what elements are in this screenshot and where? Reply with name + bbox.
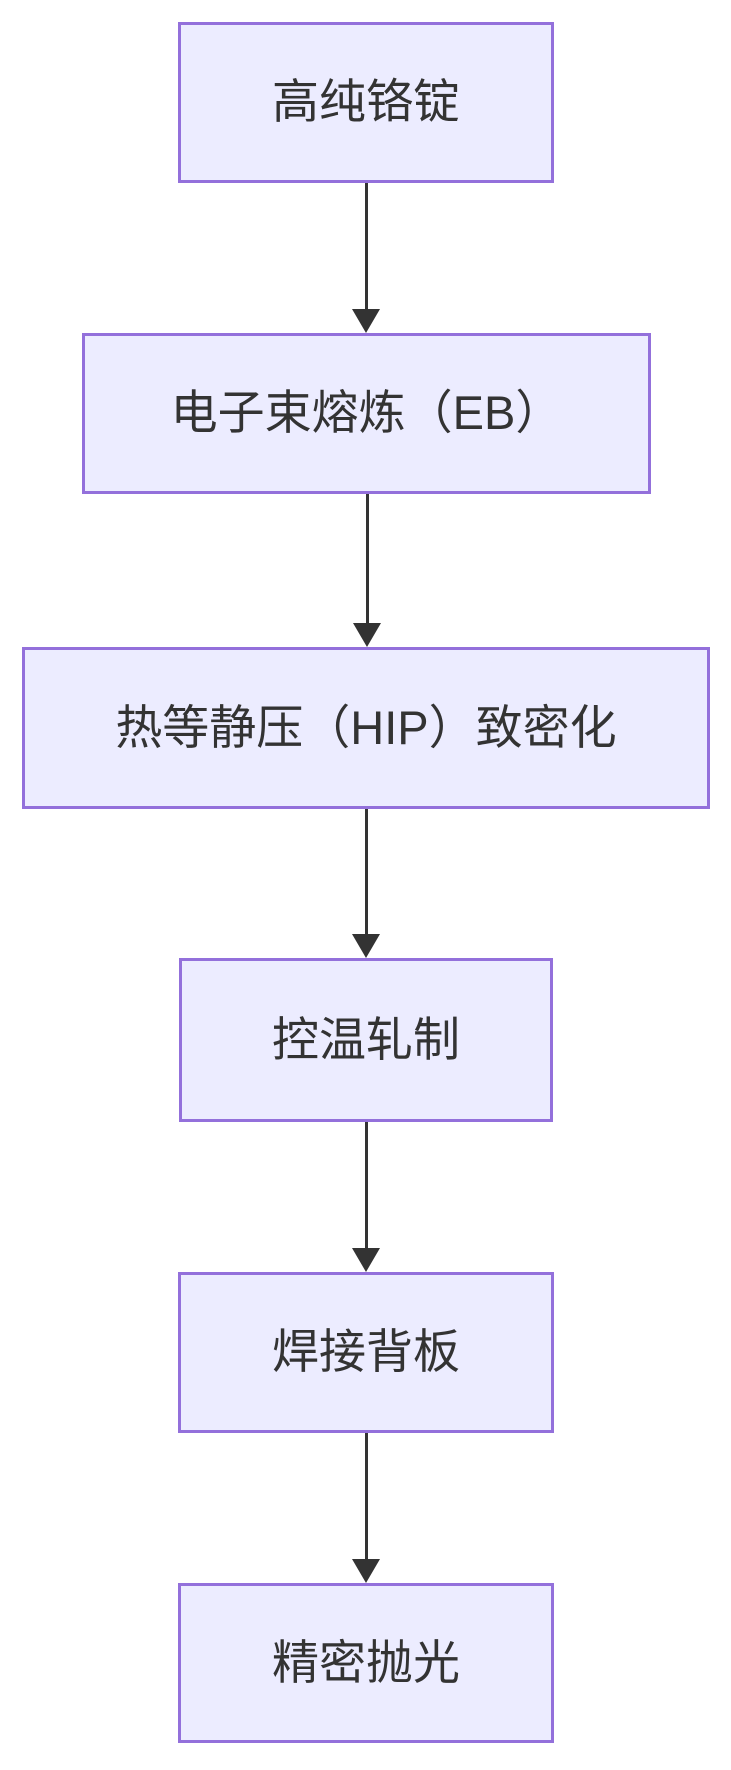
flow-node-electron-beam-melting: 电子束熔炼（EB）	[82, 333, 651, 494]
flow-node-backing-plate-welding: 焊接背板	[178, 1272, 554, 1433]
flow-arrowhead-icon	[353, 623, 381, 647]
flow-arrow-line	[364, 809, 368, 938]
flow-arrowhead-icon	[352, 309, 380, 333]
flow-node-hip-densification: 热等静压（HIP）致密化	[22, 647, 710, 809]
flow-node-precision-polishing: 精密抛光	[178, 1583, 554, 1743]
flow-arrow-line	[364, 1122, 368, 1252]
flow-arrowhead-icon	[352, 1248, 380, 1272]
flow-node-label: 精密抛光	[272, 1635, 460, 1689]
flow-arrowhead-icon	[352, 934, 380, 958]
flow-arrowhead-icon	[352, 1559, 380, 1583]
flow-node-label: 控温轧制	[272, 1012, 460, 1066]
flow-node-temperature-controlled-rolling: 控温轧制	[179, 958, 553, 1122]
flow-node-label: 焊接背板	[272, 1325, 460, 1379]
flow-node-label: 热等静压（HIP）致密化	[115, 700, 617, 754]
flow-arrow-line	[364, 183, 368, 313]
flow-node-label: 电子束熔炼（EB）	[170, 386, 563, 440]
flow-arrow-line	[365, 494, 369, 627]
flow-arrow-line	[364, 1433, 368, 1563]
flow-node-high-purity-chromium-ingot: 高纯铬锭	[178, 22, 554, 183]
flow-node-label: 高纯铬锭	[272, 75, 460, 129]
